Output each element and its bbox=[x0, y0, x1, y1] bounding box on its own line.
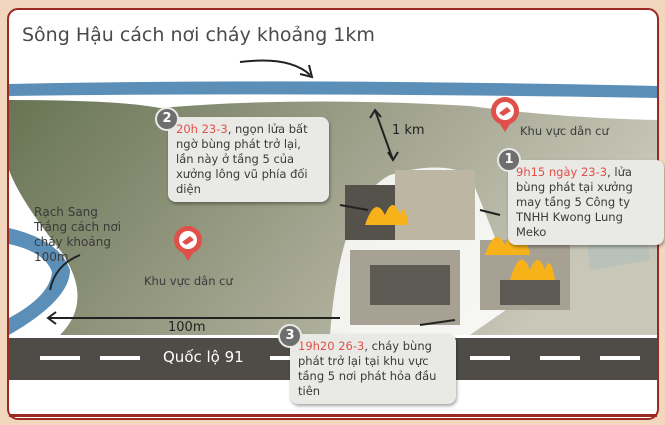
callout-3: 19h20 26-3, cháy bùng phát trở lại tại k… bbox=[290, 334, 456, 404]
location-pin-icon-right bbox=[491, 97, 519, 132]
callout-number-1: 1 bbox=[497, 148, 521, 172]
residential-label-right: Khu vực dân cư bbox=[520, 124, 609, 138]
callout-number-2: 2 bbox=[155, 107, 179, 131]
title: Sông Hậu cách nơi cháy khoảng 1km bbox=[22, 24, 375, 46]
fire-icons bbox=[365, 205, 555, 280]
road-dashes bbox=[40, 356, 640, 360]
callout-2: 20h 23-3, ngọn lửa bất ngờ bùng phát trở… bbox=[168, 117, 329, 202]
location-pin-icon-left bbox=[174, 226, 202, 261]
distance-canal-label: 100m bbox=[168, 320, 206, 335]
rach-sang-trang-canal bbox=[9, 228, 70, 335]
residential-label-left: Khu vực dân cư bbox=[144, 274, 233, 288]
canal-label: Rạch Sang Trắng cách nơi cháy khoảng 100… bbox=[34, 205, 122, 264]
road-label: Quốc lộ 91 bbox=[163, 348, 244, 366]
arrows bbox=[46, 59, 501, 326]
callout-number-3: 3 bbox=[278, 324, 302, 348]
song-hau-river bbox=[9, 81, 657, 98]
callout-1: 9h15 ngày 23-3, lửa bùng phát tại xưởng … bbox=[508, 160, 664, 245]
distance-river-label: 1 km bbox=[392, 123, 425, 138]
